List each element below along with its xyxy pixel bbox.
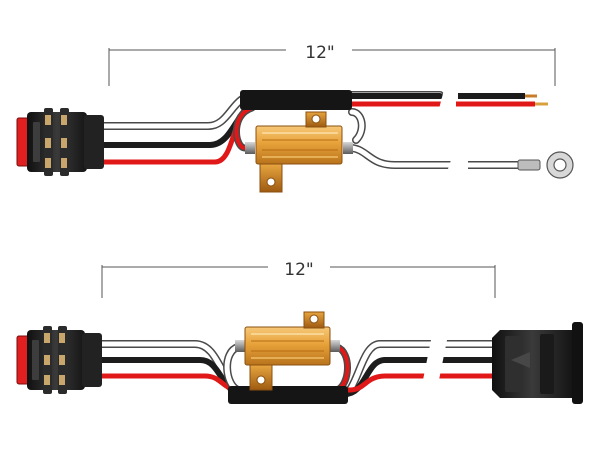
harness-top: 12": [16, 43, 574, 193]
top-connector: [16, 108, 104, 176]
bottom-left-connector: [16, 326, 102, 394]
top-ring-terminal: [517, 151, 574, 179]
top-wire-ends: [456, 93, 548, 169]
top-length-label: 12": [305, 43, 334, 63]
bottom-resistor: [235, 311, 340, 391]
bottom-wire-break: [422, 335, 448, 385]
top-heat-shrink: [240, 90, 352, 110]
bottom-length-label: 12": [284, 260, 313, 280]
harness-bottom: 12": [16, 260, 583, 404]
top-dimension-line: [108, 48, 556, 86]
bottom-heat-shrink: [228, 386, 348, 404]
top-wire-break: [435, 86, 472, 178]
bottom-dimension-line: [101, 265, 496, 298]
top-resistor-loop: [233, 104, 459, 169]
bottom-right-connector: [492, 322, 583, 404]
top-resistor: [245, 111, 353, 193]
